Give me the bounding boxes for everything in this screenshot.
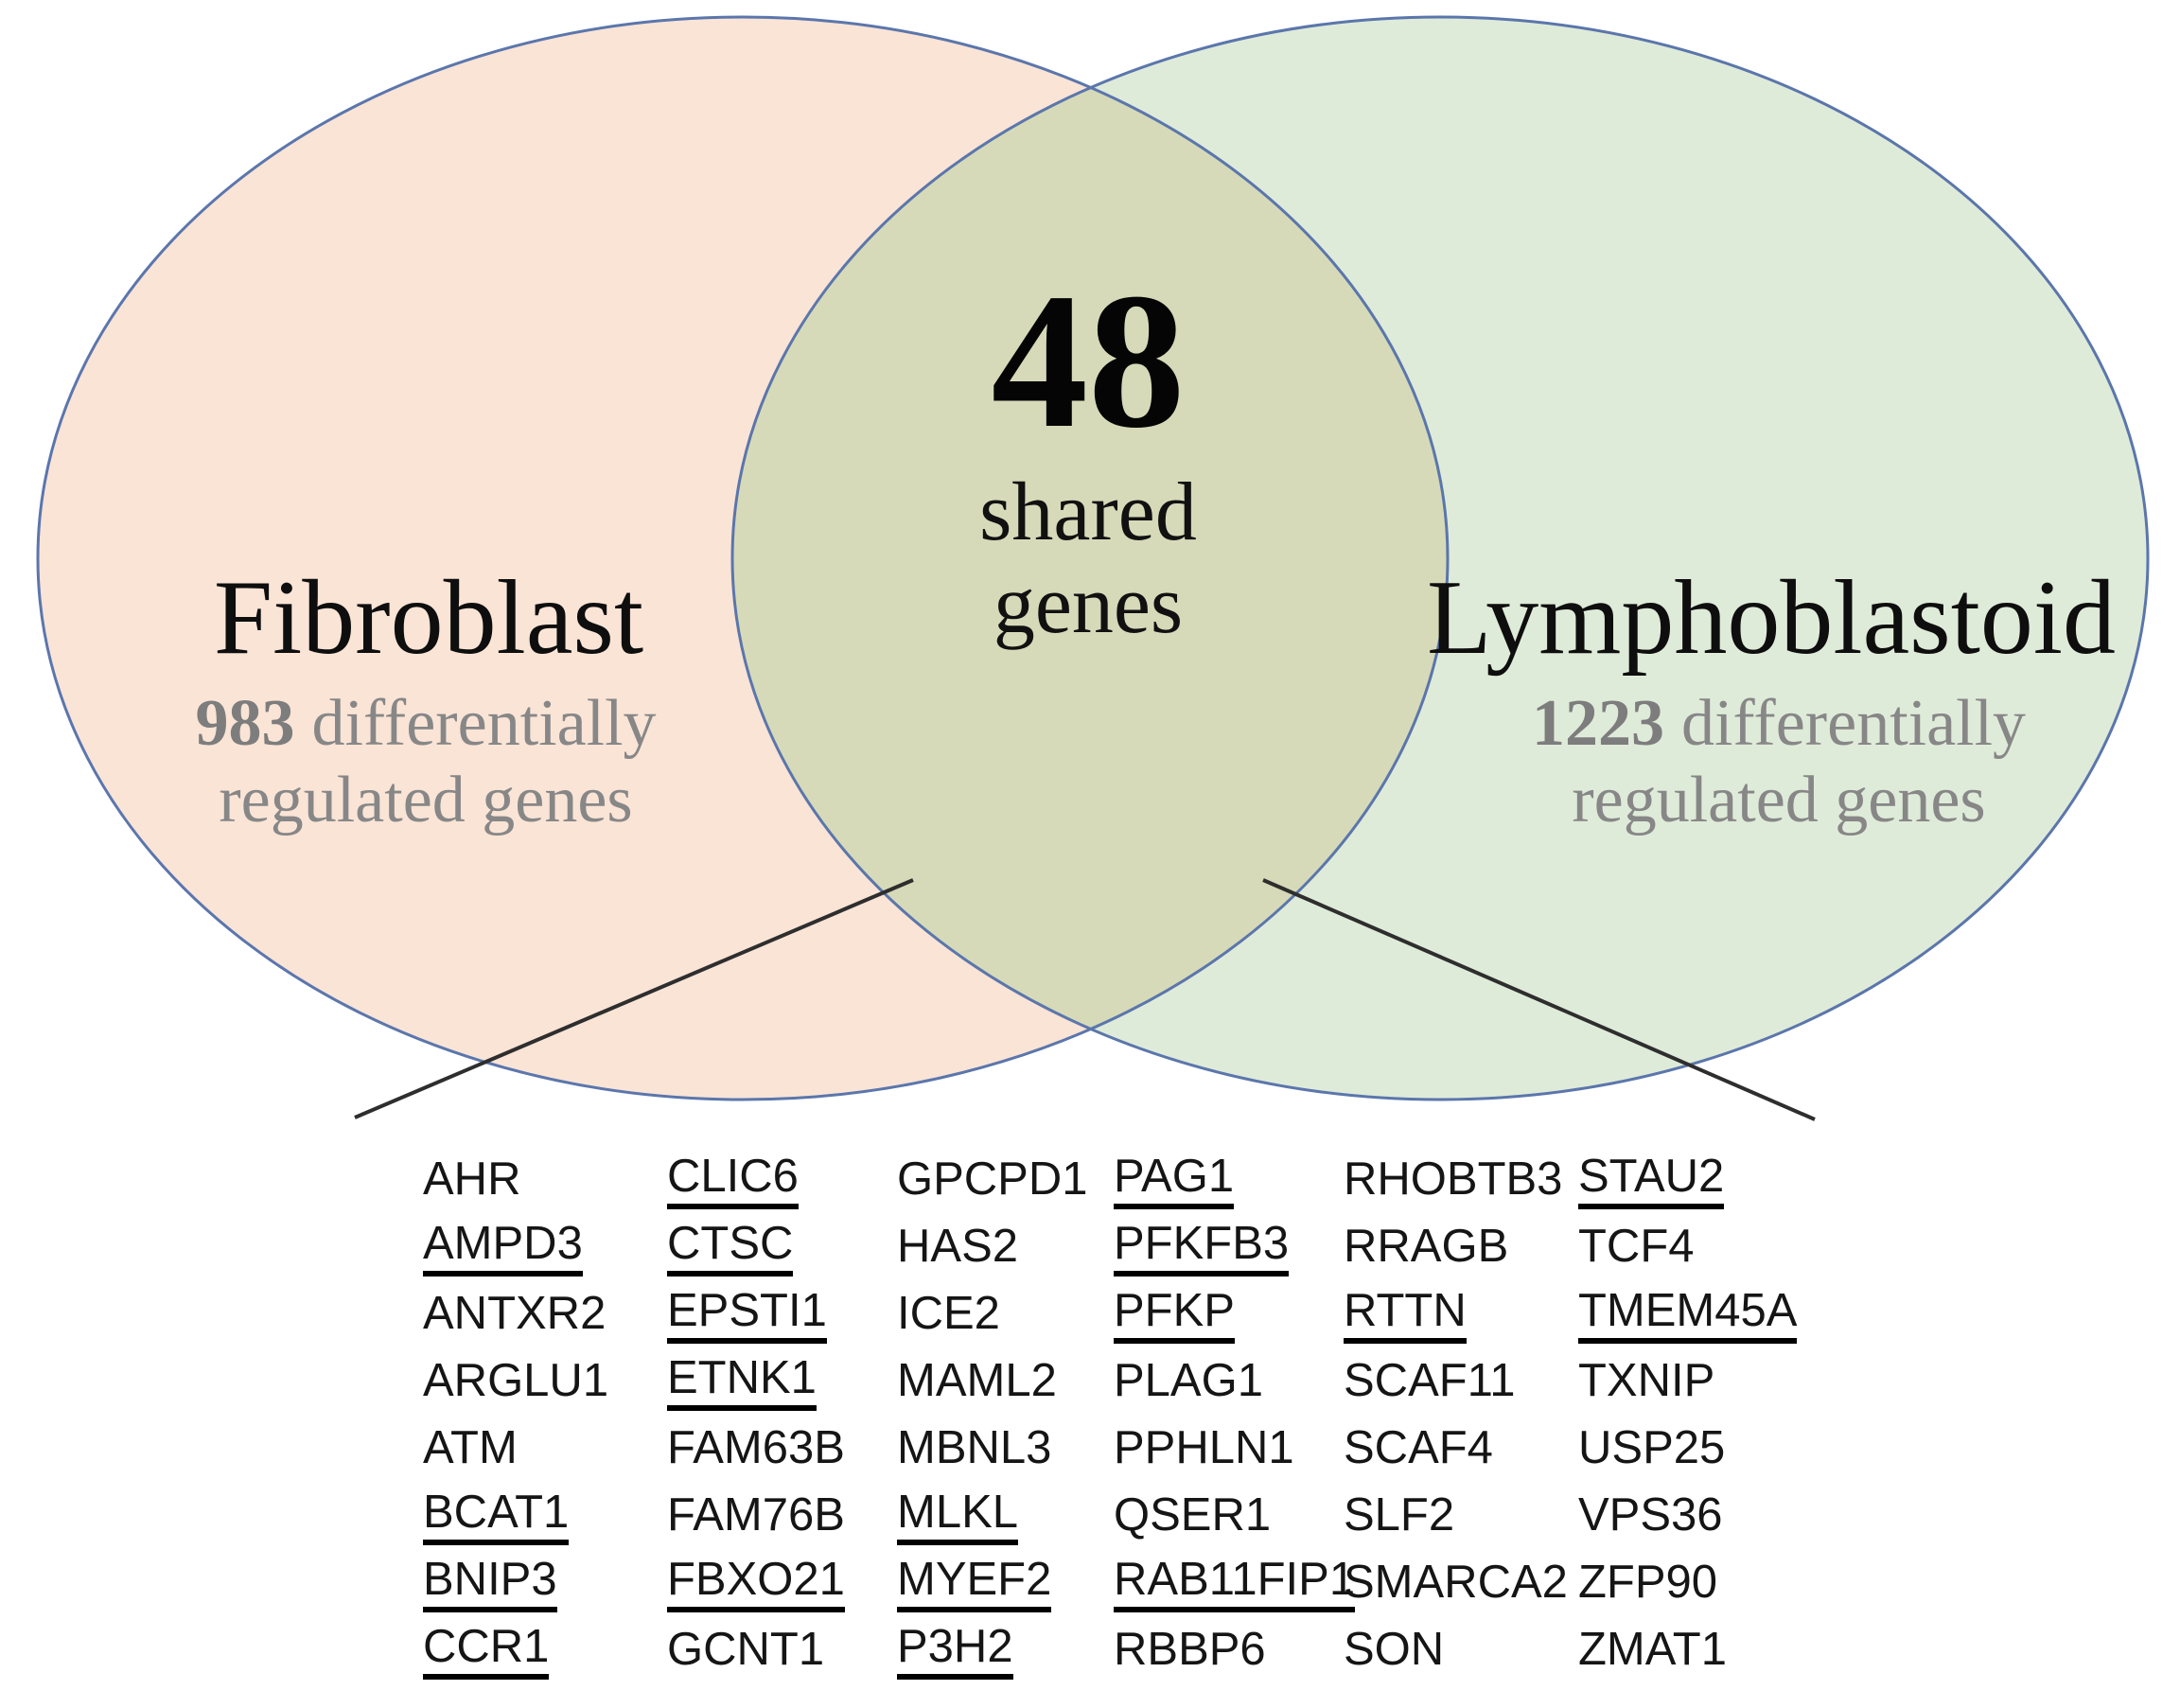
gene-item: PPHLN1 bbox=[1114, 1421, 1294, 1473]
gene-item: AHR bbox=[423, 1153, 521, 1205]
overlap-count: 48 bbox=[992, 254, 1186, 468]
callout-line-right bbox=[1262, 878, 1816, 1121]
gene-item: PAG1 bbox=[1114, 1149, 1235, 1209]
gene-item: PLAG1 bbox=[1114, 1354, 1263, 1406]
gene-item: ZFP90 bbox=[1578, 1556, 1718, 1608]
gene-item: CCR1 bbox=[423, 1619, 550, 1680]
gene-item: MYEF2 bbox=[897, 1552, 1052, 1612]
gene-item: ETNK1 bbox=[667, 1350, 817, 1411]
gene-item: SLF2 bbox=[1344, 1488, 1455, 1541]
gene-item: RRAGB bbox=[1344, 1220, 1509, 1272]
gene-item: SCAF4 bbox=[1344, 1421, 1493, 1473]
gene-item: TCF4 bbox=[1578, 1220, 1695, 1272]
gene-item: VPS36 bbox=[1578, 1488, 1723, 1541]
gene-item: PFKP bbox=[1114, 1283, 1235, 1344]
gene-item: AMPD3 bbox=[423, 1216, 583, 1277]
gene-item: STAU2 bbox=[1578, 1149, 1725, 1209]
gene-item: FAM63B bbox=[667, 1421, 845, 1473]
left-set-subtitle-line2: regulated genes bbox=[219, 764, 632, 836]
callout-line-left bbox=[354, 878, 914, 1119]
gene-item: HAS2 bbox=[897, 1220, 1019, 1272]
gene-item: FBXO21 bbox=[667, 1552, 845, 1612]
gene-item: ANTXR2 bbox=[423, 1287, 607, 1339]
left-set-title: Fibroblast bbox=[214, 559, 643, 677]
right-set-count: 1223 bbox=[1532, 687, 1664, 760]
gene-item: USP25 bbox=[1578, 1421, 1726, 1473]
gene-item: ATM bbox=[423, 1421, 518, 1473]
gene-item: GCNT1 bbox=[667, 1623, 825, 1675]
gene-item: SCAF11 bbox=[1344, 1354, 1516, 1406]
gene-item: P3H2 bbox=[897, 1619, 1013, 1680]
right-set-outline bbox=[730, 15, 2150, 1101]
overlap-label-line1: shared bbox=[979, 467, 1197, 558]
gene-item: RTTN bbox=[1344, 1283, 1467, 1344]
gene-item: RHOBTB3 bbox=[1344, 1153, 1563, 1205]
gene-item: MLKL bbox=[897, 1485, 1019, 1545]
left-set-count: 983 bbox=[195, 687, 294, 760]
right-set-subtitle-line2: regulated genes bbox=[1572, 764, 1985, 836]
gene-item: SON bbox=[1344, 1623, 1445, 1675]
right-set-title: Lymphoblastoid bbox=[1427, 559, 2116, 677]
gene-item: GPCPD1 bbox=[897, 1153, 1088, 1205]
overlap-region bbox=[732, 17, 1448, 1100]
gene-item: SMARCA2 bbox=[1344, 1556, 1568, 1608]
left-set-outline bbox=[36, 15, 1450, 1101]
gene-item: CLIC6 bbox=[667, 1149, 799, 1209]
gene-item: CTSC bbox=[667, 1216, 794, 1277]
gene-item: ICE2 bbox=[897, 1287, 1000, 1339]
gene-item: QSER1 bbox=[1114, 1488, 1272, 1541]
shared-genes-table: AHR AMPD3 ANTXR2 ARGLU1 ATM BCAT1 BNIP3 … bbox=[423, 1145, 1843, 1682]
left-set-subtitle-rest: differentially bbox=[311, 687, 656, 760]
gene-item: FAM76B bbox=[667, 1488, 845, 1541]
gene-item: RBBP6 bbox=[1114, 1623, 1266, 1675]
gene-item: EPSTI1 bbox=[667, 1283, 827, 1344]
gene-item: ZMAT1 bbox=[1578, 1623, 1727, 1675]
gene-item: TMEM45A bbox=[1578, 1283, 1798, 1344]
overlap-label-line2: genes bbox=[993, 559, 1183, 651]
gene-item: RAB11FIP1 bbox=[1114, 1552, 1356, 1612]
gene-item: MAML2 bbox=[897, 1354, 1057, 1406]
gene-item: BNIP3 bbox=[423, 1552, 557, 1612]
right-set-subtitle-rest: differentially bbox=[1681, 687, 2026, 760]
gene-item: ARGLU1 bbox=[423, 1354, 609, 1406]
gene-item: MBNL3 bbox=[897, 1421, 1052, 1473]
gene-item: BCAT1 bbox=[423, 1485, 570, 1545]
gene-item: PFKFB3 bbox=[1114, 1216, 1290, 1277]
gene-item: TXNIP bbox=[1578, 1354, 1715, 1406]
